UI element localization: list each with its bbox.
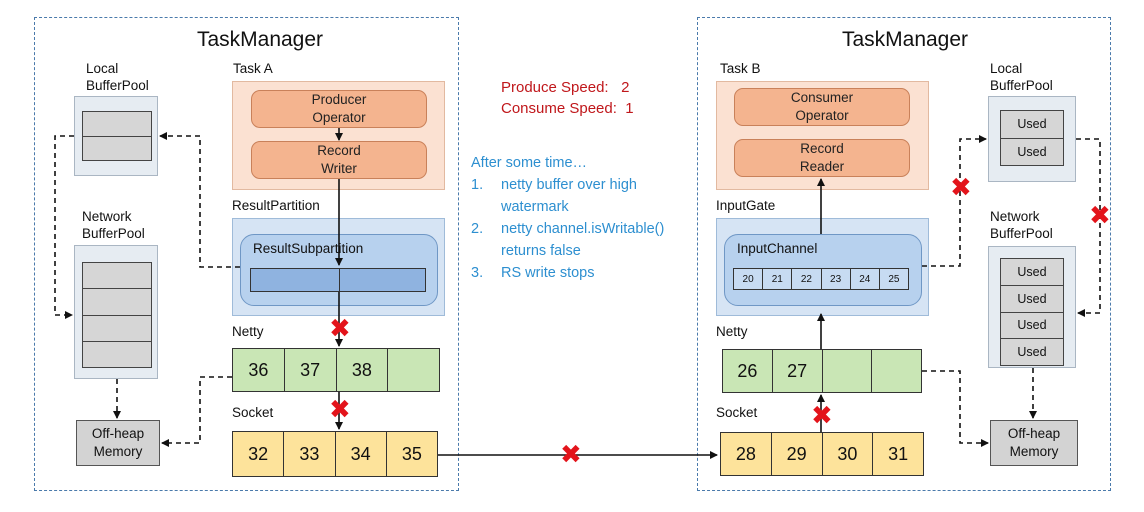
- right-taskmanager-title: TaskManager: [841, 28, 969, 51]
- consumer-operator: Consumer Operator: [734, 88, 910, 126]
- blocked-cross-icon: ✖: [811, 400, 833, 430]
- right-network-pool-cells: Used Used Used Used: [1000, 258, 1064, 366]
- record-reader: Record Reader: [734, 139, 910, 177]
- pool-cell-used: Used: [1001, 259, 1063, 286]
- socket-slot: 29: [772, 433, 823, 475]
- left-netty-buffer: 36 37 38: [232, 348, 440, 392]
- left-network-pool-cells: [82, 262, 152, 368]
- note-text: netty channel.isWritable(): [501, 221, 665, 237]
- inputgate-label: InputGate: [716, 198, 776, 213]
- task-a-label: Task A: [233, 61, 273, 76]
- blocked-cross-icon: ✖: [950, 172, 972, 202]
- note-item: 3. RS write stops: [471, 262, 701, 284]
- socket-slot: 28: [721, 433, 772, 475]
- netty-to-offheap-dashed-right: [922, 370, 989, 447]
- inputchannel-to-local-pool-dashed: [922, 135, 987, 267]
- left-local-pool-label: Local BufferPool: [86, 61, 149, 93]
- right-offheap-memory: Off-heap Memory: [990, 420, 1078, 466]
- right-local-pool-label: Local BufferPool: [990, 61, 1053, 93]
- notes-block: After some time… 1. netty buffer over hig…: [471, 152, 701, 284]
- buffer-slot: [251, 269, 340, 291]
- pool-cell-used: Used: [1001, 111, 1063, 139]
- inputchannel-buffer: 20 21 22 23 24 25: [733, 268, 909, 290]
- pool-cell: [83, 263, 151, 290]
- socket-slot: 31: [888, 443, 909, 464]
- blocked-cross-icon: ✖: [1089, 200, 1111, 230]
- result-partition-label: ResultPartition: [232, 198, 320, 213]
- right-socket-label: Socket: [716, 405, 758, 420]
- channel-slot: 25: [888, 273, 900, 285]
- channel-slot: 21: [763, 269, 793, 289]
- netty-slot: [823, 350, 873, 392]
- note-item: 1. netty buffer over high: [471, 174, 701, 196]
- local-to-network-pool-dashed: [54, 135, 74, 319]
- notes-heading: After some time…: [471, 155, 588, 171]
- pool-cell: [83, 289, 151, 316]
- record-writer: Record Writer: [251, 141, 427, 179]
- netty-slot: 27: [773, 350, 823, 392]
- blocked-cross-icon: ✖: [329, 394, 351, 424]
- pool-cell-used: Used: [1017, 144, 1047, 159]
- blocked-cross-icon: ✖: [560, 439, 582, 469]
- socket-slot: 34: [336, 432, 387, 476]
- netty-slot: 36: [233, 349, 285, 391]
- pool-cell: [83, 112, 151, 137]
- result-subpartition-buffer: [250, 268, 426, 292]
- socket-slot: 32: [233, 432, 285, 476]
- channel-slot: 22: [792, 269, 822, 289]
- note-text: RS write stops: [501, 265, 595, 281]
- socket-slot: 33: [284, 432, 336, 476]
- left-taskmanager: [34, 17, 459, 491]
- subpartition-to-local-pool-dashed: [159, 132, 240, 268]
- socket-slot: 30: [823, 433, 874, 475]
- left-socket-label: Socket: [232, 405, 274, 420]
- task-b-label: Task B: [720, 61, 761, 76]
- left-offheap-memory: Off-heap Memory: [76, 420, 160, 466]
- channel-slot: 20: [734, 269, 764, 289]
- netty-to-offheap-dashed: [161, 376, 232, 447]
- pool-cell-used: Used: [1001, 286, 1063, 313]
- note-number: 3.: [471, 265, 484, 281]
- consume-speed: Consume Speed: 1: [501, 100, 634, 117]
- pool-cell-used: Used: [1017, 345, 1047, 360]
- left-local-pool-cells: [82, 111, 152, 161]
- right-local-pool-cells: Used Used: [1000, 110, 1064, 166]
- produce-speed: Produce Speed: 2: [501, 79, 630, 96]
- socket-slot: 35: [401, 443, 422, 464]
- right-socket-buffer: 28 29 30 31: [720, 432, 924, 476]
- left-netty-label: Netty: [232, 324, 264, 339]
- note-number: 2.: [471, 221, 484, 237]
- note-number: 1.: [471, 177, 484, 193]
- channel-slot: 23: [822, 269, 851, 289]
- left-network-pool-label: Network BufferPool: [82, 209, 145, 241]
- pool-cell: [83, 316, 151, 342]
- inputchannel-label: InputChannel: [737, 241, 818, 256]
- result-subpartition-label: ResultSubpartition: [253, 241, 364, 256]
- right-network-pool-label: Network BufferPool: [990, 209, 1053, 241]
- right-taskmanager: [697, 17, 1111, 491]
- netty-slot: 38: [337, 349, 389, 391]
- right-netty-label: Netty: [716, 324, 748, 339]
- note-text-cont: returns false: [501, 243, 581, 259]
- producer-operator: Producer Operator: [251, 90, 427, 128]
- note-text: netty buffer over high: [501, 177, 637, 193]
- netty-slot: 26: [723, 350, 773, 392]
- netty-slot: 37: [285, 349, 337, 391]
- channel-slot: 24: [851, 269, 880, 289]
- note-item: 2. netty channel.isWritable(): [471, 218, 701, 240]
- left-taskmanager-title: TaskManager: [196, 28, 324, 51]
- pool-cell-used: Used: [1001, 313, 1063, 340]
- left-socket-buffer: 32 33 34 35: [232, 431, 438, 477]
- local-to-network-pool-dashed-right: [1076, 138, 1101, 317]
- note-text-cont: watermark: [501, 199, 569, 215]
- blocked-cross-icon: ✖: [329, 313, 351, 343]
- right-netty-buffer: 26 27: [722, 349, 922, 393]
